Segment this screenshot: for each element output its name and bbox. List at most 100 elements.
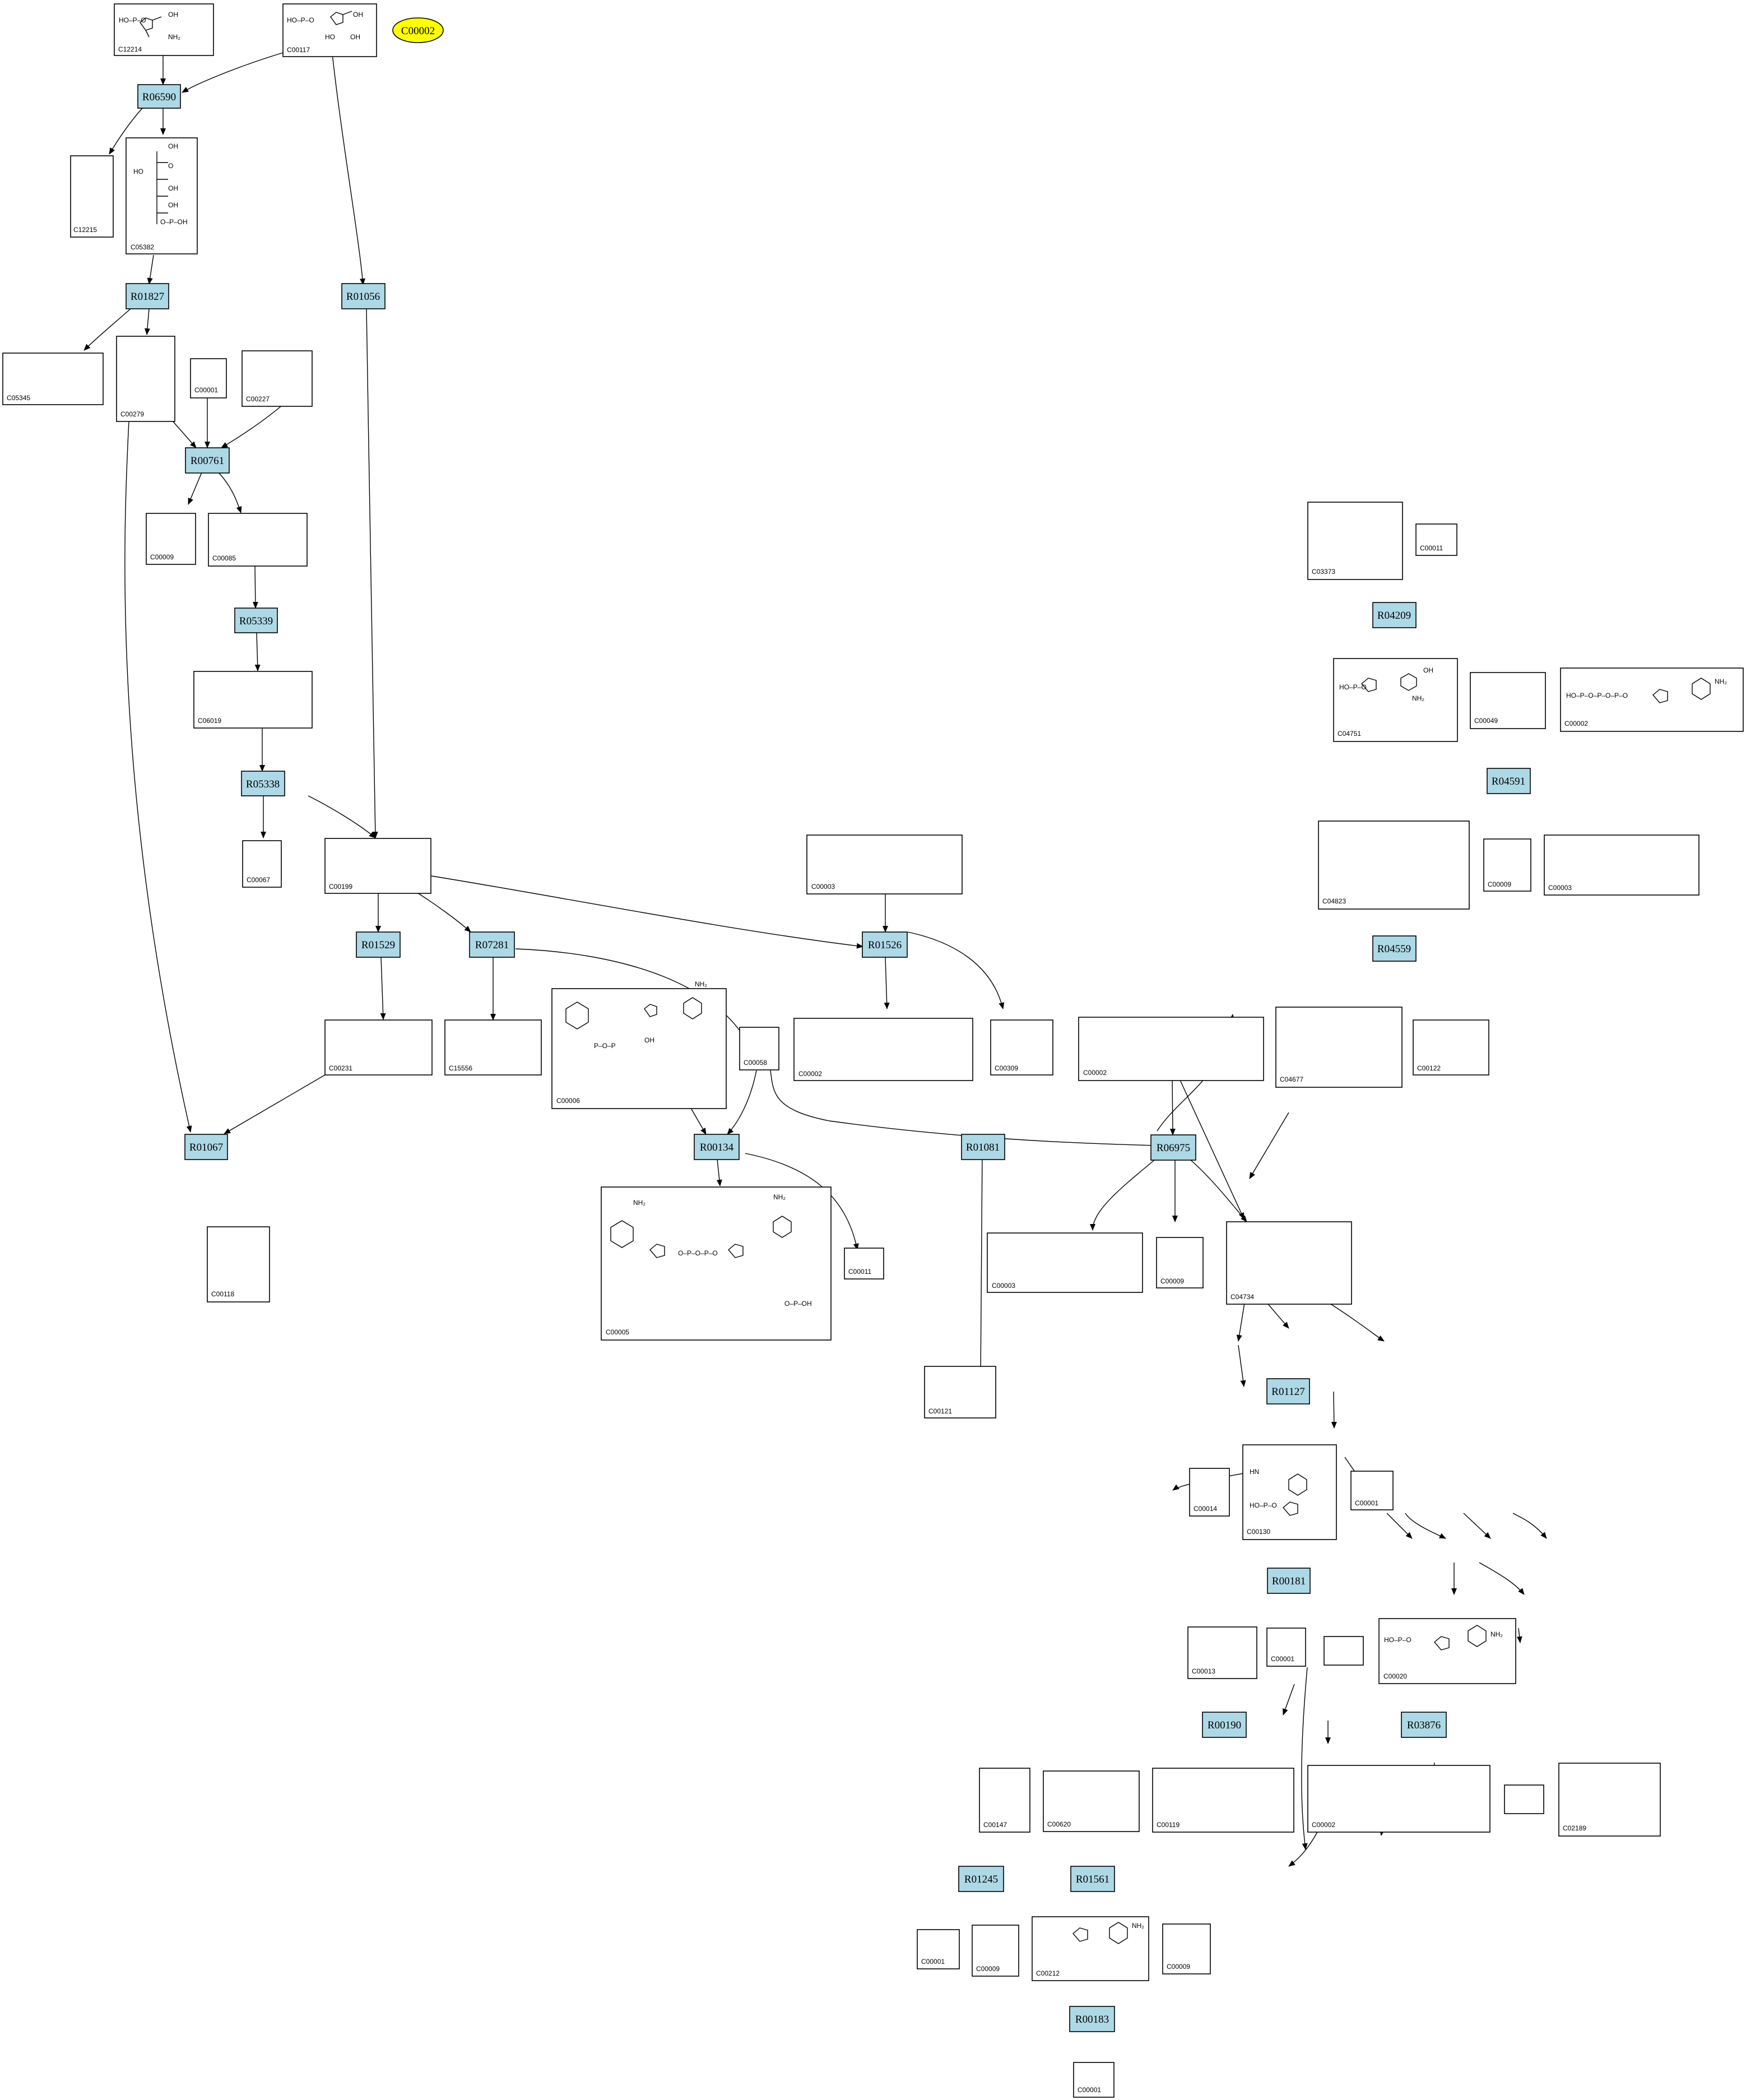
reaction-node[interactable]: R01526	[862, 931, 908, 958]
compound-id: C00009	[1167, 1963, 1190, 1971]
compound-node[interactable]: C00130	[1242, 1444, 1337, 1540]
compound-node[interactable]: C00003	[1544, 835, 1699, 896]
reaction-node[interactable]: R00183	[1069, 2006, 1115, 2032]
compound-node[interactable]: C00020	[1378, 1618, 1516, 1684]
compound-node[interactable]: C00199	[324, 838, 431, 894]
compound-node[interactable]: C00147	[979, 1768, 1030, 1833]
reaction-node[interactable]: R06590	[137, 84, 181, 109]
compound-node[interactable]: C00009	[1162, 1923, 1211, 1974]
reaction-node[interactable]: R00134	[694, 1134, 740, 1160]
compound-node[interactable]: C06019	[193, 671, 313, 729]
compound-node[interactable]: C00002	[1560, 667, 1744, 732]
svg-text:NH₂: NH₂	[695, 980, 707, 988]
reaction-node[interactable]: R01056	[341, 283, 386, 309]
compound-node[interactable]: C00212	[1032, 1916, 1149, 1981]
compound-id: C00001	[1355, 1499, 1378, 1507]
reaction-node[interactable]: R01067	[184, 1134, 228, 1160]
reaction-node[interactable]: R06975	[1150, 1134, 1196, 1161]
compound-node[interactable]: C00003	[806, 835, 963, 894]
compound-node[interactable]: C00231	[324, 1019, 433, 1076]
compound-id: C00122	[1417, 1064, 1441, 1072]
compound-node[interactable]: C00011	[1415, 523, 1457, 556]
compound-node[interactable]: C00009	[1483, 838, 1531, 892]
reaction-node[interactable]: R07281	[469, 931, 515, 958]
reaction-label: R00181	[1272, 1575, 1306, 1587]
compound-node[interactable]: C04823	[1318, 820, 1470, 910]
compound-node[interactable]: C00009	[972, 1925, 1019, 1977]
compound-node[interactable]: C00005	[601, 1186, 832, 1341]
reaction-node[interactable]: R00181	[1267, 1568, 1311, 1594]
compound-node[interactable]: C00009	[146, 513, 196, 565]
compound-id: C00020	[1383, 1672, 1407, 1680]
compound-node[interactable]: C00309	[990, 1019, 1053, 1076]
compound-node[interactable]: C00118	[207, 1226, 270, 1302]
compound-node[interactable]: C00001	[1350, 1471, 1394, 1510]
reaction-node[interactable]: R01245	[958, 1866, 1004, 1892]
compound-node[interactable]: C00002	[1078, 1017, 1264, 1081]
compound-node[interactable]: C04734	[1226, 1221, 1352, 1305]
compound-node[interactable]: C00011	[844, 1248, 884, 1280]
edge	[1190, 1160, 1247, 1222]
reaction-node[interactable]: R04559	[1372, 935, 1417, 962]
reaction-node[interactable]: R01827	[126, 283, 169, 309]
reaction-node[interactable]: R03876	[1401, 1712, 1447, 1738]
compound-node[interactable]: C12214	[114, 3, 214, 56]
edge	[689, 1105, 707, 1135]
compound-node[interactable]	[1324, 1636, 1364, 1666]
compound-node[interactable]: C00122	[1413, 1019, 1489, 1076]
reaction-node[interactable]: R04591	[1487, 768, 1531, 794]
edge	[182, 52, 284, 93]
compound-node[interactable]: C00620	[1043, 1770, 1140, 1832]
compound-node[interactable]: C00117	[282, 3, 377, 57]
reaction-label: R01529	[361, 939, 395, 951]
compound-node[interactable]: C00049	[1470, 672, 1546, 729]
compound-node[interactable]: C05345	[2, 353, 104, 405]
compound-node[interactable]: C00001	[1266, 1628, 1306, 1667]
compound-node[interactable]: C00006	[551, 988, 727, 1109]
svg-text:OH: OH	[644, 1036, 654, 1044]
compound-node[interactable]: C00001	[917, 1929, 960, 1969]
compound-node[interactable]: C04677	[1275, 1007, 1403, 1088]
compound-node[interactable]: C12215	[70, 155, 114, 238]
reaction-node[interactable]: R00190	[1202, 1712, 1247, 1738]
compound-node[interactable]: C00119	[1152, 1768, 1294, 1833]
compound-node[interactable]: C00121	[924, 1366, 996, 1418]
compound-node[interactable]: C04751	[1333, 658, 1458, 742]
compound-id: C00067	[247, 876, 270, 884]
compound-node[interactable]: C00002	[1307, 1765, 1490, 1833]
reaction-node[interactable]: R01127	[1266, 1378, 1310, 1404]
compound-node[interactable]: C00058	[739, 1027, 779, 1070]
compound-node[interactable]: C02189	[1558, 1763, 1661, 1837]
compound-node[interactable]	[1504, 1784, 1544, 1814]
compound-node[interactable]: C00227	[242, 350, 313, 407]
compound-node[interactable]: C00279	[116, 336, 175, 422]
edge	[1179, 1078, 1245, 1220]
compound-id: C00003	[1548, 884, 1572, 892]
edge	[171, 420, 197, 448]
reaction-node[interactable]: R05339	[234, 608, 278, 633]
reaction-label: R00190	[1208, 1719, 1241, 1731]
compound-id: C12214	[118, 45, 142, 53]
edge	[332, 53, 365, 285]
compound-node[interactable]: C00001	[190, 358, 227, 398]
reaction-node[interactable]: R04209	[1372, 602, 1417, 628]
compound-node[interactable]: C00013	[1187, 1626, 1257, 1679]
compound-node[interactable]: C00001	[1073, 2062, 1115, 2098]
compound-node[interactable]: C00003	[987, 1232, 1143, 1293]
reaction-node[interactable]: R00761	[185, 447, 230, 474]
compound-node[interactable]: C00067	[242, 840, 282, 888]
compound-node[interactable]: C00085	[208, 513, 308, 567]
reaction-node[interactable]: R01529	[356, 931, 401, 958]
reaction-node[interactable]: R01561	[1070, 1866, 1115, 1892]
compound-node[interactable]: C00014	[1189, 1468, 1230, 1517]
svg-text:HN: HN	[1250, 1468, 1259, 1476]
compound-id: C00049	[1474, 717, 1498, 725]
compound-node[interactable]: C15556	[444, 1019, 542, 1076]
reaction-node[interactable]: R05338	[241, 771, 285, 796]
compound-id: C00119	[1157, 1821, 1180, 1829]
compound-node[interactable]: C00009	[1156, 1237, 1204, 1288]
compound-node[interactable]: C00002	[793, 1018, 973, 1081]
highlight-compound[interactable]: C00002	[392, 17, 444, 43]
compound-node[interactable]: C03373	[1307, 502, 1403, 580]
reaction-node[interactable]: R01081	[961, 1134, 1005, 1160]
